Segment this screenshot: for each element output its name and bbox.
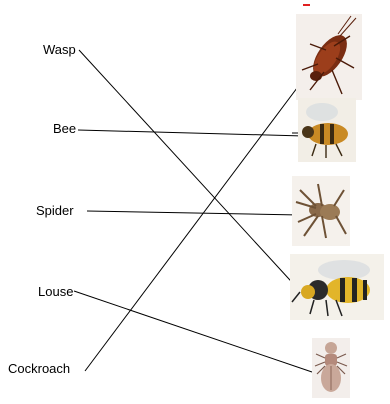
louse-image[interactable]: [312, 338, 350, 398]
cockroach-image[interactable]: [296, 14, 362, 100]
line-wasp: [79, 50, 300, 291]
line-spider: [87, 211, 300, 215]
spider-image[interactable]: [292, 176, 350, 246]
line-bee: [78, 130, 304, 136]
line-louse: [74, 291, 312, 372]
wasp-image[interactable]: [290, 254, 384, 320]
bee-image[interactable]: [298, 98, 356, 162]
line-cockroach: [85, 72, 309, 371]
